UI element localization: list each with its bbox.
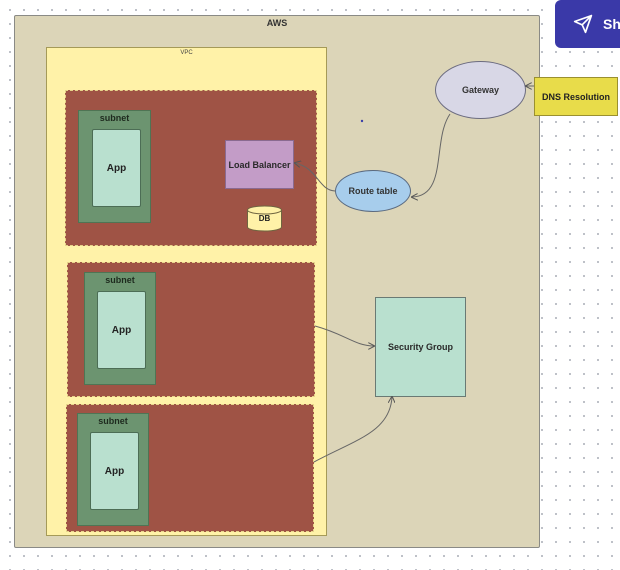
edge-route-table-to-load-balancer (295, 163, 336, 192)
route-table[interactable]: Route table (335, 170, 411, 212)
stray-dot (360, 119, 364, 123)
app-1[interactable]: App (92, 129, 141, 207)
subnet-1-label: subnet (99, 113, 130, 123)
db-label: DB (258, 214, 271, 223)
paper-plane-icon (573, 14, 593, 34)
dns-resolution[interactable]: DNS Resolution (534, 77, 618, 116)
subnet-3-label: subnet (98, 416, 128, 426)
subnet-2-label: subnet (105, 275, 135, 285)
share-button[interactable]: Sh (555, 0, 620, 48)
edge-gateway-to-route-table (412, 113, 451, 197)
vpc-label: VPC (180, 50, 193, 56)
share-label: Sh (603, 16, 620, 32)
security-group[interactable]: Security Group (375, 297, 466, 397)
edge-region2-to-security-group (314, 325, 374, 346)
gateway[interactable]: Gateway (435, 61, 526, 119)
edge-region3-to-security-group (313, 397, 392, 463)
aws-label: AWS (266, 18, 288, 28)
app-3[interactable]: App (90, 432, 139, 510)
load-balancer[interactable]: Load Balancer (225, 140, 294, 189)
app-2[interactable]: App (97, 291, 146, 369)
db-cylinder-icon[interactable] (246, 205, 283, 232)
